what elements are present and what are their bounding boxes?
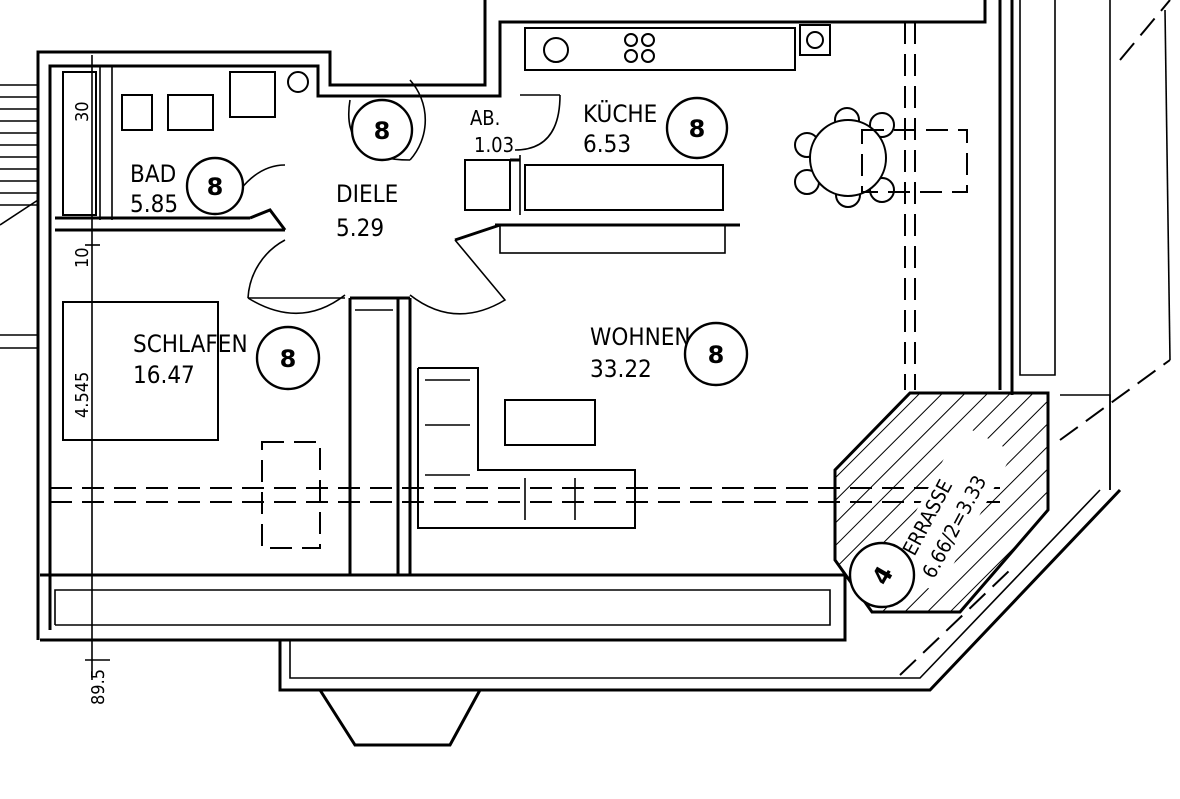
room-ab-name: AB.: [470, 106, 500, 130]
room-diele-area: 5.29: [336, 214, 384, 242]
living-fixtures: [417, 367, 636, 529]
room-wohnen-badge: 8: [708, 341, 725, 369]
bathroom-fixtures: [62, 71, 309, 216]
room-ab: AB. 1.03: [470, 106, 514, 157]
room-diele-badge: 8: [374, 117, 391, 145]
room-schlafen-badge: 8: [280, 345, 297, 373]
room-kueche-area: 6.53: [583, 130, 631, 158]
room-kueche-name: KÜCHE: [583, 99, 657, 128]
room-wohnen: WOHNEN 33.22 8: [590, 321, 749, 387]
room-wohnen-area: 33.22: [590, 355, 652, 383]
dimension-10: 10: [72, 247, 93, 268]
dimension-labels: 30 10 4.545 89.5: [72, 101, 109, 705]
room-kueche-badge: 8: [689, 115, 706, 143]
room-schlafen-area: 16.47: [133, 361, 195, 389]
room-bad-area: 5.85: [130, 190, 178, 218]
bedroom-fixtures: [62, 301, 321, 549]
room-diele: 8 DIELE 5.29: [336, 98, 414, 242]
dimension-line: [85, 55, 110, 680]
kitchen-fixtures: [464, 24, 831, 254]
room-kueche: KÜCHE 6.53 8: [583, 96, 729, 160]
beam-lines: [50, 0, 1171, 676]
dimension-30: 30: [72, 101, 93, 122]
room-schlafen-name: SCHLAFEN: [133, 330, 248, 358]
room-bad-name: BAD: [130, 160, 176, 188]
room-bad: BAD 5.85 8: [130, 156, 245, 218]
room-schlafen: SCHLAFEN 16.47 8: [133, 325, 321, 391]
room-ab-area: 1.03: [474, 133, 514, 157]
dining-table: [794, 107, 968, 208]
room-bad-badge: 8: [207, 173, 224, 201]
room-diele-name: DIELE: [336, 180, 398, 208]
staircase: [0, 84, 39, 349]
dimension-895: 89.5: [88, 669, 109, 705]
room-wohnen-name: WOHNEN: [590, 323, 691, 351]
dimension-4545: 4.545: [72, 372, 93, 418]
